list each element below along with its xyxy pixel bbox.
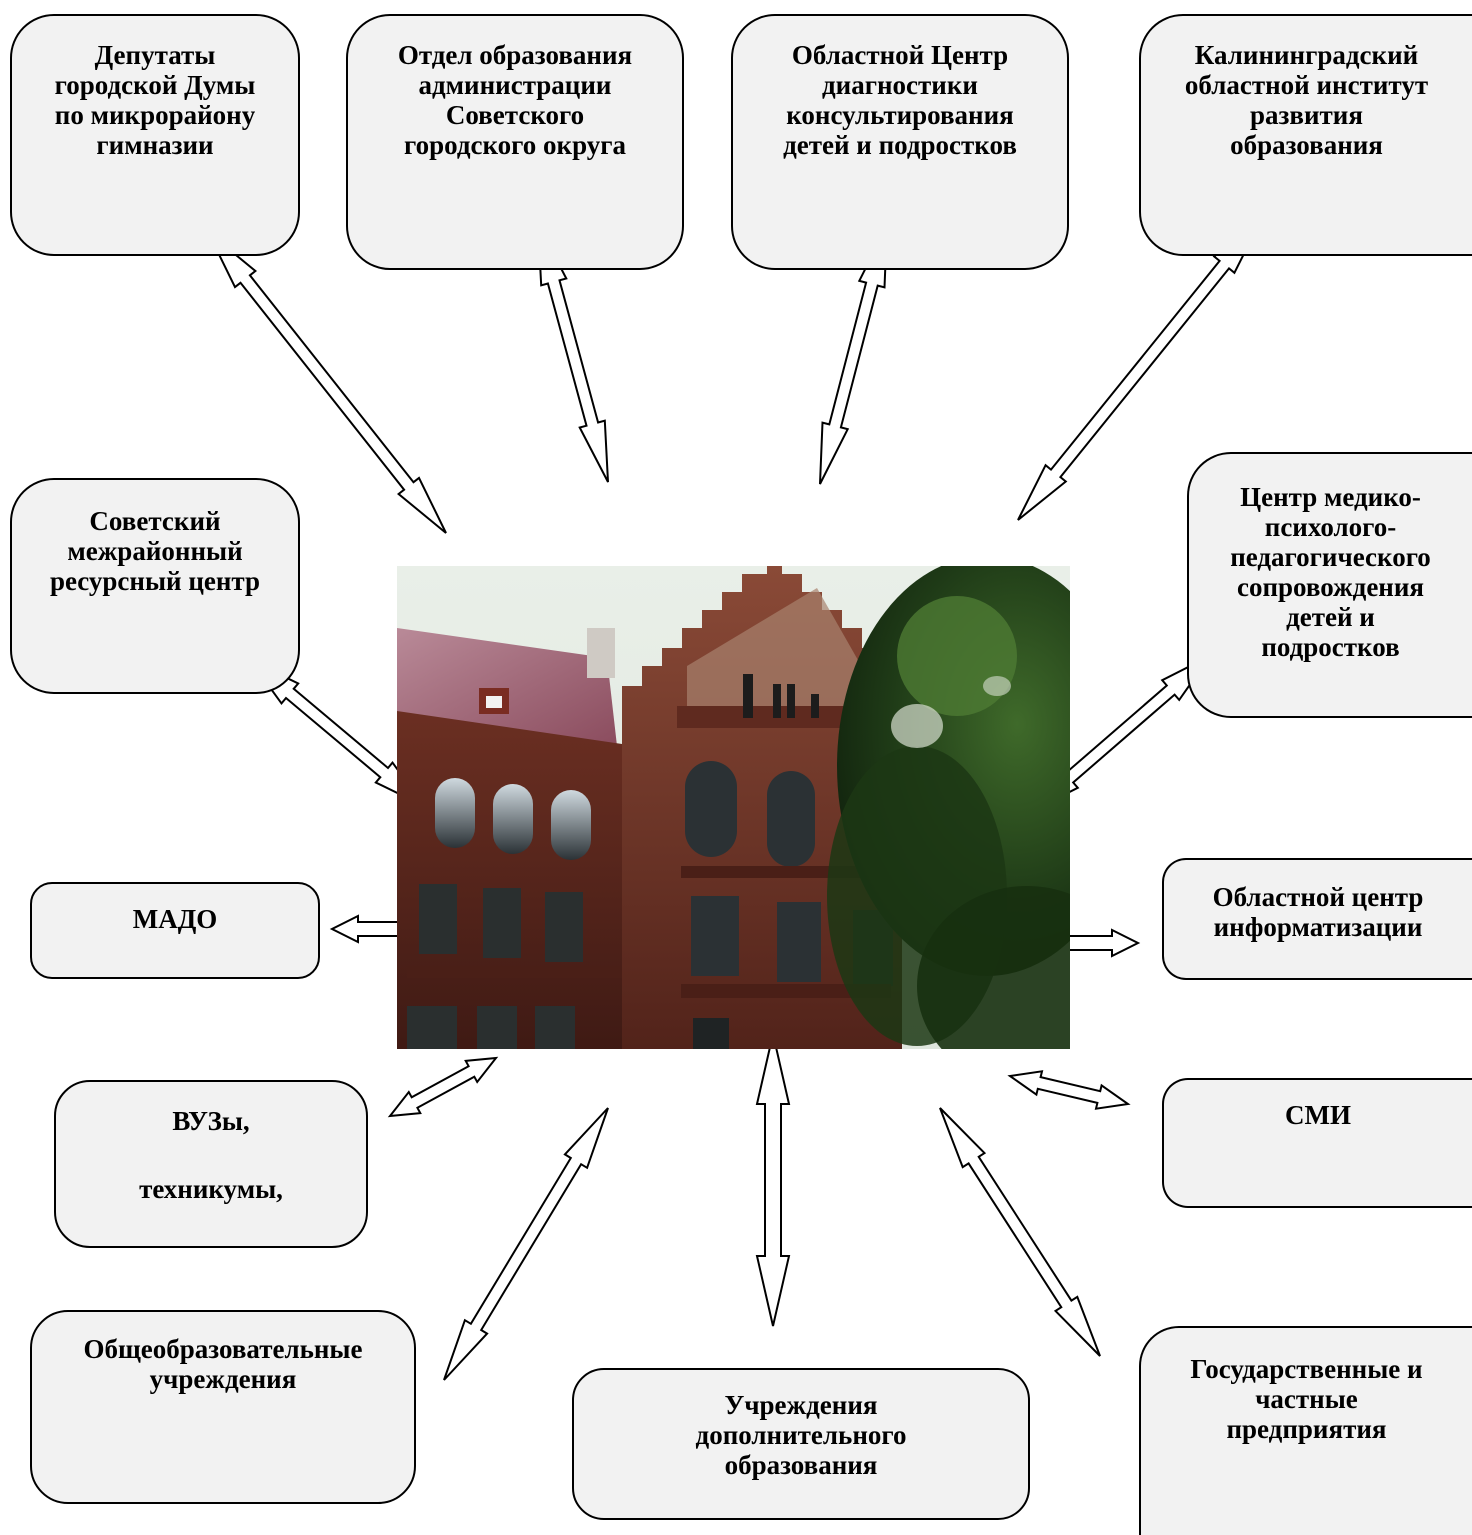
node-text-line: Калининградский (1194, 40, 1419, 70)
node-text-line: Отдел образования (397, 40, 633, 70)
node-text-line: городского округа (404, 130, 626, 160)
node-text-line: детей и (1286, 602, 1375, 632)
arrow-extra-education (755, 1033, 791, 1327)
node-text-line: областной институт (1184, 70, 1429, 100)
node-text-line: частные (1255, 1384, 1358, 1414)
node-text-line: Советский (89, 506, 221, 536)
node-media: СМИ (1162, 1078, 1472, 1208)
node-text-line: дополнительного (695, 1420, 907, 1450)
node-text-line: Государственные и (1190, 1354, 1423, 1384)
node-text-line: техникумы, (139, 1174, 283, 1204)
node-enterprises: Государственные и частные предприятия (1139, 1326, 1472, 1535)
node-resource-center: Советский межрайонный ресурсный центр (10, 478, 300, 694)
node-informatization: Областной центр информатизации (1162, 858, 1472, 980)
node-text-line: диагностики (822, 70, 978, 100)
node-text-line: информатизации (1213, 912, 1423, 942)
node-text-line: по микрорайону (54, 100, 256, 130)
node-text-line: городской Думы (54, 70, 256, 100)
arrow-universities (387, 1056, 499, 1118)
node-universities: ВУЗы, техникумы, (54, 1080, 368, 1248)
arrow-diagnostic-center (819, 225, 888, 485)
node-schools: Общеобразовательные учреждения (30, 1310, 416, 1504)
node-text-line: сопровождения (1236, 572, 1425, 602)
node-mado: МАДО (30, 882, 320, 979)
node-education-dept: Отдел образования администрации Советско… (346, 14, 684, 270)
node-deputies: Депутаты городской Думы по микрорайону г… (10, 14, 300, 256)
node-text-line: ВУЗы, (172, 1106, 250, 1136)
node-text-gap (56, 1136, 366, 1174)
node-text-line: Советского (445, 100, 585, 130)
node-text-line: подростков (1261, 632, 1400, 662)
arrow-schools (443, 1107, 609, 1381)
node-text-line: Областной Центр (791, 40, 1009, 70)
node-text-line: предприятия (1226, 1414, 1387, 1444)
node-text-line: учреждения (149, 1364, 297, 1394)
arrow-media (1007, 1070, 1131, 1110)
node-text-line: Учреждения (724, 1390, 878, 1420)
node-text-line: Депутаты (94, 40, 216, 70)
node-text-line: ресурсный центр (49, 566, 261, 596)
arrow-kaliningrad-institute (1017, 217, 1263, 521)
node-text-line: МАДО (132, 904, 218, 934)
node-text-line: Центр медико- (1240, 482, 1421, 512)
node-extra-education: Учреждения дополнительного образования (572, 1368, 1030, 1520)
school-building-photo (397, 566, 1070, 1049)
node-text-line: детей и подростков (783, 130, 1017, 160)
node-kaliningrad-institute: Калининградский областной институт разви… (1139, 14, 1472, 256)
arrow-education-dept (537, 223, 609, 483)
node-text-line: образования (1230, 130, 1383, 160)
node-text-line: Общеобразовательные (83, 1334, 363, 1364)
node-medical-center: Центр медико- психолого- педагогического… (1187, 452, 1472, 718)
node-text-line: межрайонный (67, 536, 243, 566)
node-diagnostic-center: Областной Центр диагностики консультиров… (731, 14, 1069, 270)
node-text-line: психолого- (1264, 512, 1397, 542)
node-text-line: СМИ (1285, 1100, 1351, 1130)
node-text-line: образования (724, 1450, 878, 1480)
node-text-line: консультирования (786, 100, 1014, 130)
arrow-deputies (207, 231, 447, 534)
node-text-line: развития (1250, 100, 1363, 130)
node-text-line: гимназии (96, 130, 214, 160)
node-text-line: педагогического (1230, 542, 1431, 572)
arrow-enterprises (939, 1107, 1101, 1357)
node-text-line: Областной центр (1212, 882, 1424, 912)
node-text-line: администрации (418, 70, 612, 100)
